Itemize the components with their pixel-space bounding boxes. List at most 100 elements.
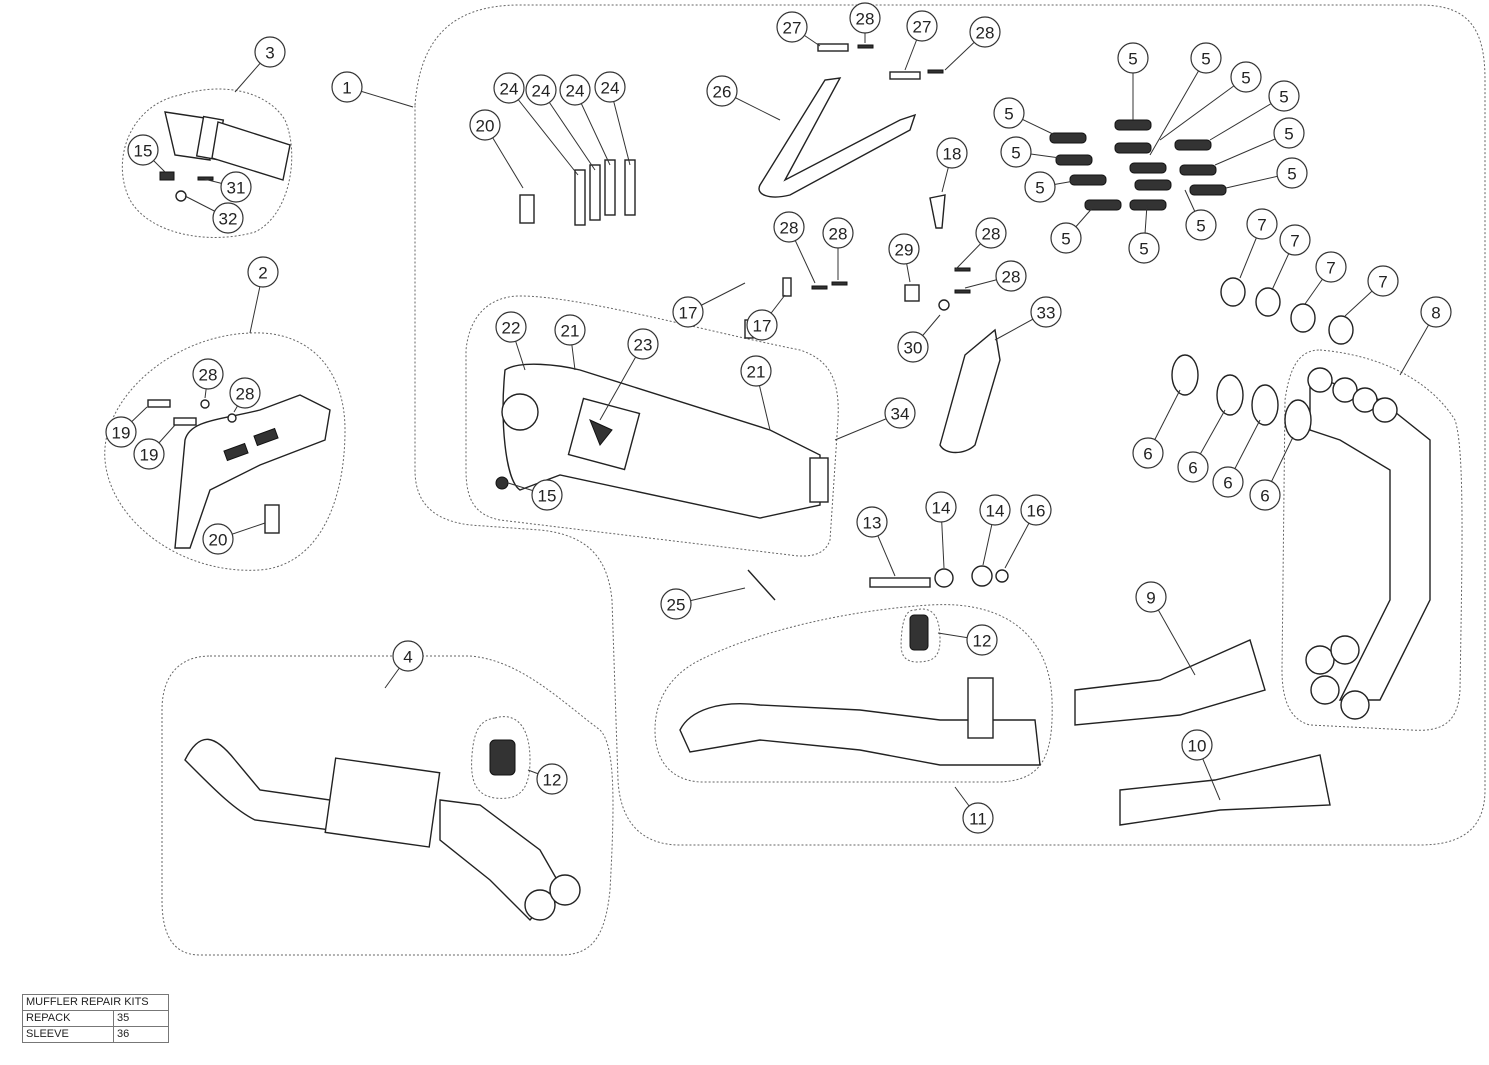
callout-part-5: 5 xyxy=(1184,189,1217,241)
callout-part-24: 24 xyxy=(525,74,596,171)
callout-bubble xyxy=(1420,296,1452,328)
callout-bubble xyxy=(660,588,692,620)
callout-bubble xyxy=(979,494,1011,526)
callout-bubble xyxy=(936,137,968,169)
callout-bubble xyxy=(1181,729,1213,761)
callout-number: 7 xyxy=(1257,216,1266,235)
callout-bubble xyxy=(975,217,1007,249)
muffler-part-34 xyxy=(501,363,829,519)
callout-part-4: 4 xyxy=(384,640,424,689)
callout-part-12: 12 xyxy=(937,624,998,656)
kits-table-row: REPACK 35 xyxy=(22,1010,169,1027)
callout-part-5: 5 xyxy=(1225,157,1308,189)
callout-number: 28 xyxy=(829,225,848,244)
callout-part-5: 5 xyxy=(1159,61,1262,141)
group-outline-4 xyxy=(161,655,614,956)
callout-part-9: 9 xyxy=(1135,581,1196,676)
callout-bubble xyxy=(133,438,165,470)
mid-pipe-part-11 xyxy=(679,677,1041,766)
callout-number: 5 xyxy=(1284,125,1293,144)
callout-bubble xyxy=(993,97,1025,129)
callout-number: 33 xyxy=(1037,304,1056,323)
callout-number: 17 xyxy=(679,304,698,323)
callout-number: 30 xyxy=(904,339,923,358)
muffler-repair-kits-table: MUFFLER REPAIR KITS REPACK 35 SLEEVE 36 xyxy=(22,994,169,1043)
group-outline-2 xyxy=(104,332,346,571)
callout-bubble xyxy=(229,377,261,409)
callout-part-28: 28 xyxy=(944,16,1001,71)
callout-number: 5 xyxy=(1201,50,1210,69)
callout-part-13: 13 xyxy=(856,506,896,577)
callout-number: 28 xyxy=(199,366,218,385)
callout-bubble xyxy=(1279,224,1311,256)
kit-name: SLEEVE xyxy=(22,1026,114,1043)
callout-number: 10 xyxy=(1188,737,1207,756)
callout-part-11: 11 xyxy=(954,786,994,834)
callout-number: 20 xyxy=(476,117,495,136)
callout-part-5: 5 xyxy=(1050,204,1096,254)
callout-number: 5 xyxy=(1004,105,1013,124)
leader-line xyxy=(508,87,579,176)
callout-part-7: 7 xyxy=(1304,251,1347,305)
callout-number: 11 xyxy=(969,810,987,829)
callout-bubble xyxy=(536,763,568,795)
callout-part-30: 30 xyxy=(897,314,941,363)
callout-number: 15 xyxy=(134,142,153,161)
callout-bubble xyxy=(247,256,279,288)
callout-part-20: 20 xyxy=(202,522,266,555)
callout-part-31: 31 xyxy=(199,171,252,203)
callout-number: 12 xyxy=(543,771,562,790)
callout-number: 5 xyxy=(1011,144,1020,163)
callout-bubble xyxy=(1268,80,1300,112)
callout-number: 2 xyxy=(258,264,267,283)
callout-part-14: 14 xyxy=(925,491,957,569)
group-outline-8 xyxy=(1281,349,1463,731)
leader-line xyxy=(1159,76,1247,141)
callout-bubble xyxy=(559,74,591,106)
callout-part-5: 5 xyxy=(1024,171,1081,203)
callout-number: 19 xyxy=(112,424,131,443)
callout-bubble xyxy=(1177,451,1209,483)
callout-number: 29 xyxy=(895,241,914,260)
callout-part-28: 28 xyxy=(773,211,816,284)
callout-part-20: 20 xyxy=(469,109,524,189)
callout-number: 27 xyxy=(783,19,802,38)
callout-bubble xyxy=(1185,209,1217,241)
callout-number: 5 xyxy=(1139,240,1148,259)
callout-number: 21 xyxy=(747,363,766,382)
callout-part-16: 16 xyxy=(1004,494,1052,569)
callout-part-21: 21 xyxy=(740,355,772,431)
callout-bubble xyxy=(706,75,738,107)
callout-part-6: 6 xyxy=(1212,419,1261,498)
group-outline-12-small xyxy=(900,608,941,663)
callout-part-26: 26 xyxy=(706,75,781,121)
mounting-bracket-part-2 xyxy=(174,394,331,549)
group-outline-34 xyxy=(465,295,839,557)
callout-number: 12 xyxy=(973,632,992,651)
callout-part-5: 5 xyxy=(1000,136,1061,168)
callout-part-17: 17 xyxy=(746,294,786,341)
callout-number: 5 xyxy=(1241,69,1250,88)
callout-part-5: 5 xyxy=(1209,80,1300,141)
callout-number: 32 xyxy=(219,210,238,229)
callout-part-2: 2 xyxy=(247,256,279,334)
callout-bubble xyxy=(554,314,586,346)
kits-table-row: SLEEVE 36 xyxy=(22,1026,169,1043)
callout-part-25: 25 xyxy=(660,587,746,620)
callout-bubble xyxy=(995,260,1027,292)
callout-bubble xyxy=(969,16,1001,48)
callout-part-29: 29 xyxy=(888,233,920,283)
callout-part-19: 19 xyxy=(105,406,148,448)
callout-bubble xyxy=(192,358,224,390)
callout-part-10: 10 xyxy=(1181,729,1221,801)
callout-number: 5 xyxy=(1196,217,1205,236)
callout-bubble xyxy=(469,109,501,141)
callout-bubble xyxy=(105,416,137,448)
callout-number: 31 xyxy=(227,179,246,198)
kit-name: REPACK xyxy=(22,1010,114,1027)
callout-number: 34 xyxy=(891,405,910,424)
collector-part-10 xyxy=(1119,754,1331,826)
callout-part-15: 15 xyxy=(504,479,563,511)
leader-line xyxy=(1149,57,1207,156)
